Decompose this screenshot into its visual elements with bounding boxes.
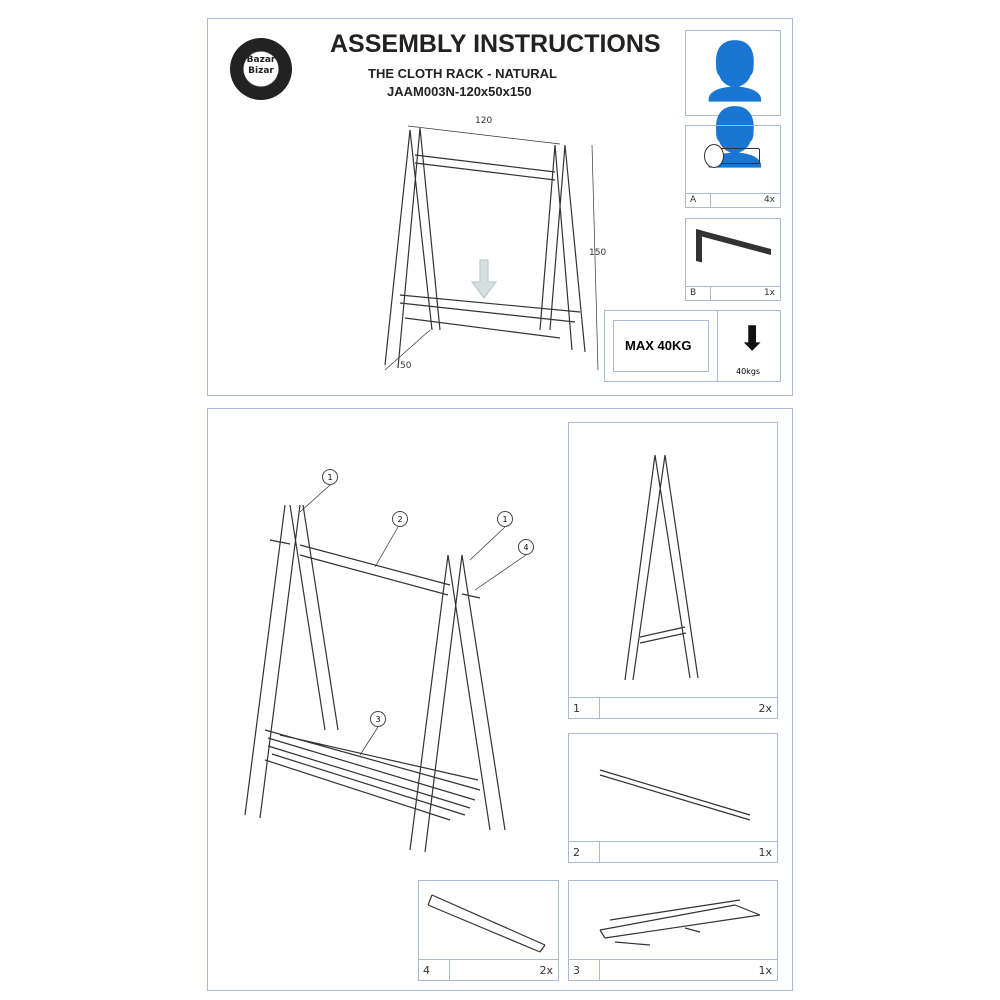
part-qty: 2x bbox=[539, 964, 553, 977]
assembly-panel bbox=[207, 408, 793, 991]
part-2-box: 2 1x bbox=[568, 733, 778, 863]
part-3-box: 3 1x bbox=[568, 880, 778, 981]
part-number: 4 bbox=[423, 964, 430, 977]
part-qty: 2x bbox=[758, 702, 772, 715]
part-1-box: 1 2x bbox=[568, 422, 778, 719]
callout: 2 bbox=[392, 511, 408, 527]
hardware-a-box: A 4x bbox=[685, 125, 781, 208]
dimension-width: 120 bbox=[475, 116, 493, 126]
max-load-box: MAX 40KG ⬇ 40kgs bbox=[604, 310, 781, 382]
load-arrow-label: 40kgs bbox=[736, 367, 761, 376]
part-4-box: 4 2x bbox=[418, 880, 559, 981]
page-title: ASSEMBLY INSTRUCTIONS bbox=[330, 30, 661, 58]
allen-key-icon bbox=[696, 228, 771, 282]
product-name: THE CLOTH RACK - NATURAL bbox=[368, 66, 557, 81]
part-number: 1 bbox=[573, 702, 580, 715]
part-number: 2 bbox=[573, 846, 580, 859]
callout: 4 bbox=[518, 539, 534, 555]
callout: 1 bbox=[497, 511, 513, 527]
hardware-letter: A bbox=[690, 195, 697, 205]
part-number: 3 bbox=[573, 964, 580, 977]
max-load-label: MAX 40KG bbox=[625, 338, 692, 353]
dimension-height: 150 bbox=[589, 248, 607, 258]
overview-panel bbox=[207, 18, 793, 396]
hardware-qty: 1x bbox=[763, 288, 775, 298]
hardware-letter: B bbox=[690, 288, 697, 298]
callout: 3 bbox=[370, 711, 386, 727]
part-qty: 1x bbox=[758, 964, 772, 977]
dimension-depth: 50 bbox=[400, 361, 412, 371]
hardware-b-box: B 1x bbox=[685, 218, 781, 301]
product-sku: JAAM003N-120x50x150 bbox=[387, 84, 532, 99]
hardware-qty: 4x bbox=[763, 195, 775, 205]
persons-box: 👤👤 bbox=[685, 30, 781, 170]
callout: 1 bbox=[322, 469, 338, 485]
part-qty: 1x bbox=[758, 846, 772, 859]
down-arrow-icon: ⬇ bbox=[738, 319, 767, 359]
